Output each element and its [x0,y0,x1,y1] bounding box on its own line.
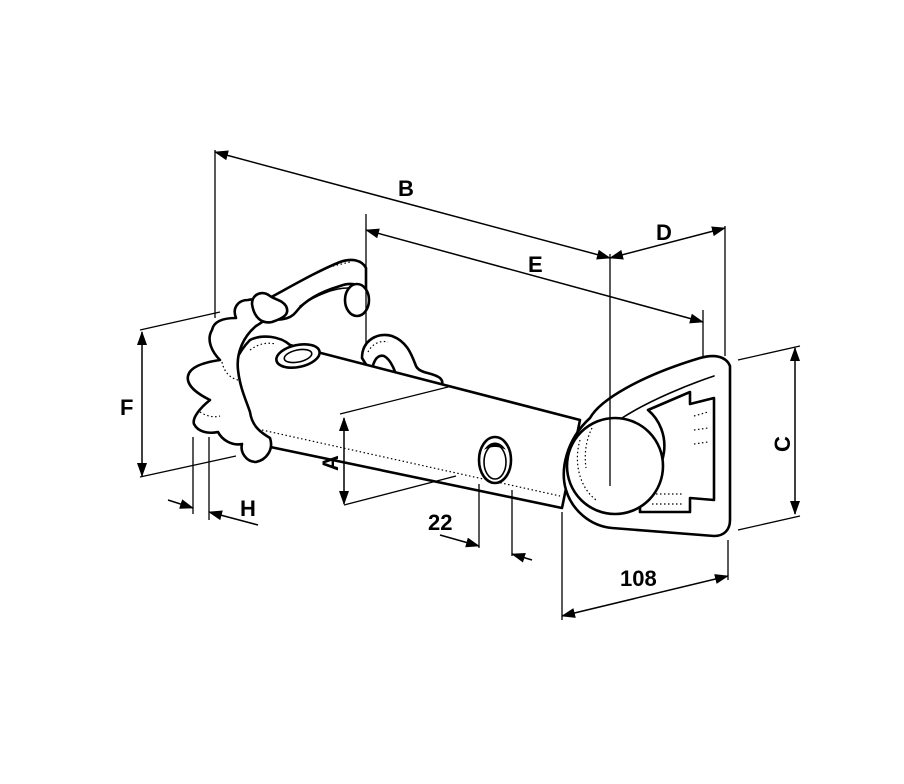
rear-lug [360,333,444,394]
dimension-C: C [737,345,801,531]
label-D: D [656,220,672,245]
label-B: B [398,176,414,201]
dimension-A: A [318,385,457,506]
cross-hole [477,435,513,485]
end-plate [562,354,732,538]
dimension-B: B [214,150,611,318]
label-F: F [120,395,133,420]
dimension-lines: B E D C 108 [120,150,801,620]
dimension-22: 22 [428,484,533,563]
pin-head [565,416,665,516]
dimension-D: D [609,220,726,486]
dimension-E: E [365,214,704,358]
label-A: A [318,455,343,471]
dimension-F: F [120,311,237,478]
ratchet-wheel [186,291,289,464]
label-E: E [528,252,543,277]
label-H: H [240,496,256,521]
pin-assembly [186,258,732,538]
dimension-108: 108 [561,512,729,620]
label-108: 108 [620,566,657,591]
dimension-H: H [167,437,259,526]
label-C: C [770,436,795,452]
label-22: 22 [428,510,452,535]
pin-shaft [226,335,582,510]
